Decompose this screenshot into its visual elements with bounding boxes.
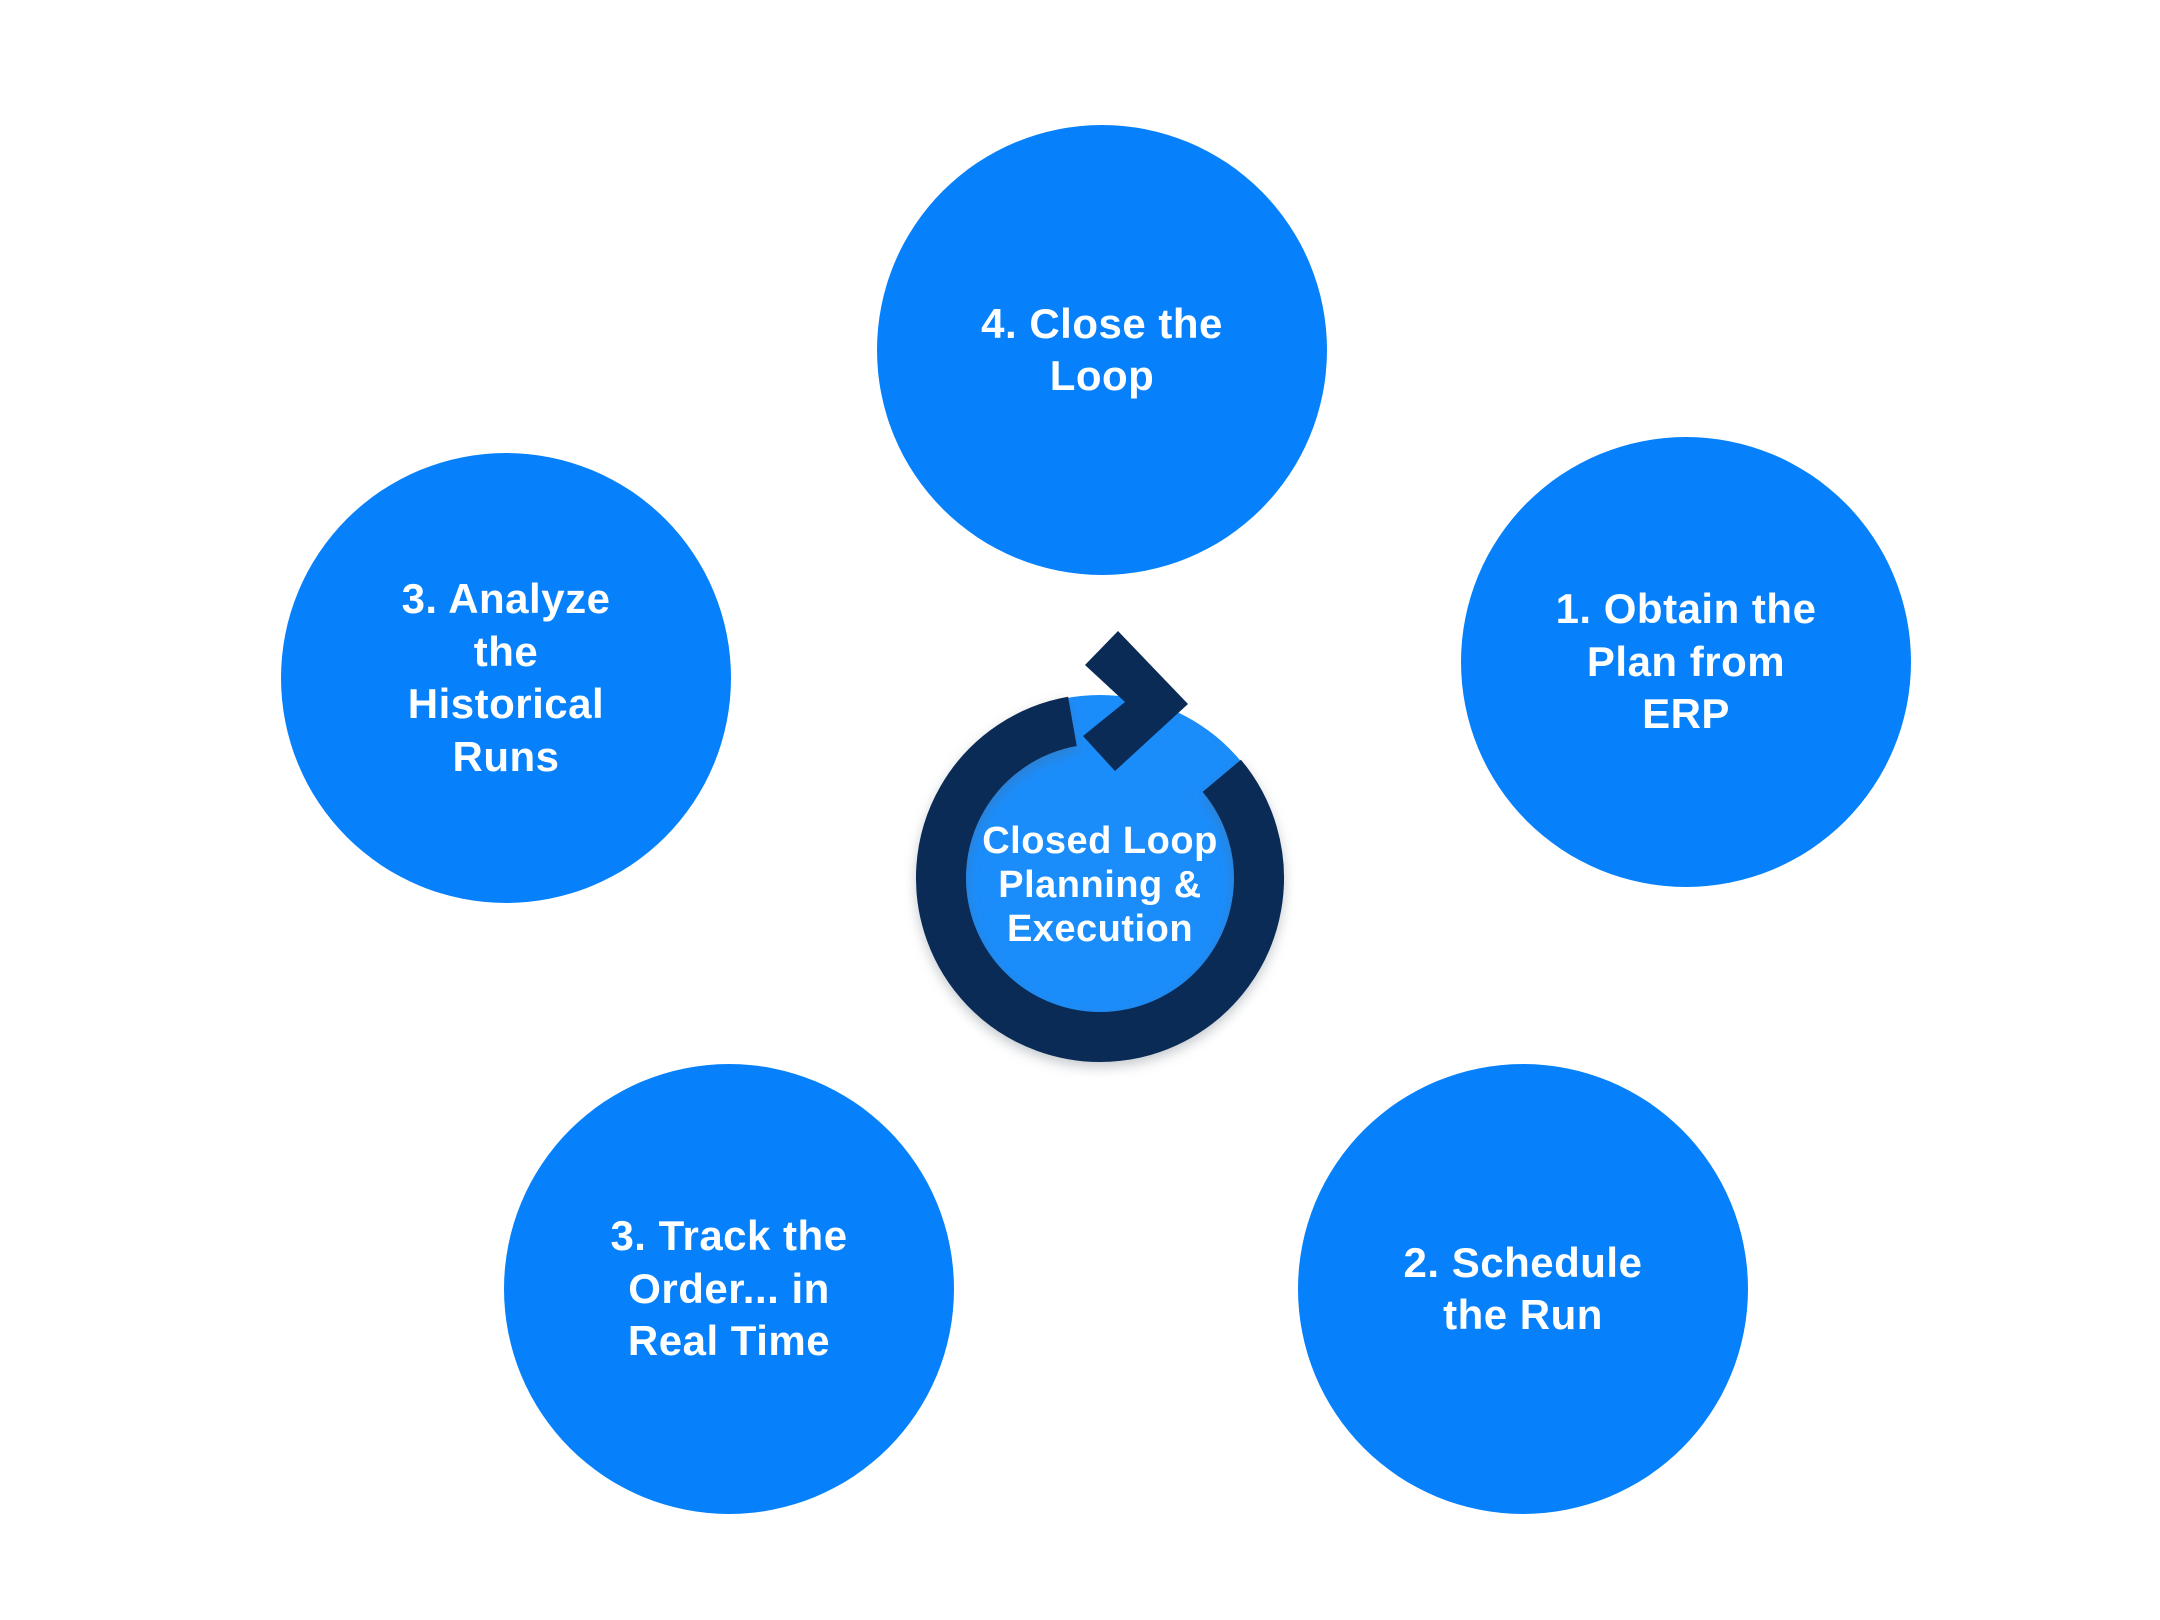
circle-analyze-runs: 3. Analyze the Historical Runs — [281, 453, 731, 903]
circle-schedule-run: 2. Schedule the Run — [1298, 1064, 1748, 1514]
circle-track-order: 3. Track the Order... in Real Time — [504, 1064, 954, 1514]
center-label: Closed Loop Planning & Execution — [982, 820, 1218, 950]
step-label-track-order: 3. Track the Order... in Real Time — [610, 1212, 848, 1365]
loop-inner-circle — [917, 695, 1283, 1061]
step-label-close-the-loop: 4. Close the Loop — [981, 299, 1223, 400]
circular-arrow-loop-icon — [916, 631, 1284, 1062]
loop-ring-arc — [916, 696, 1284, 1062]
step-label-analyze-runs: 3. Analyze the Historical Runs — [401, 575, 611, 780]
loop-arrowhead — [1083, 631, 1188, 771]
circle-close-the-loop: 4. Close the Loop — [877, 125, 1327, 575]
step-label-obtain-plan-erp: 1. Obtain the Plan from ERP — [1555, 585, 1817, 738]
circle-obtain-plan-erp: 1. Obtain the Plan from ERP — [1461, 437, 1911, 887]
step-label-schedule-run: 2. Schedule the Run — [1403, 1238, 1643, 1339]
